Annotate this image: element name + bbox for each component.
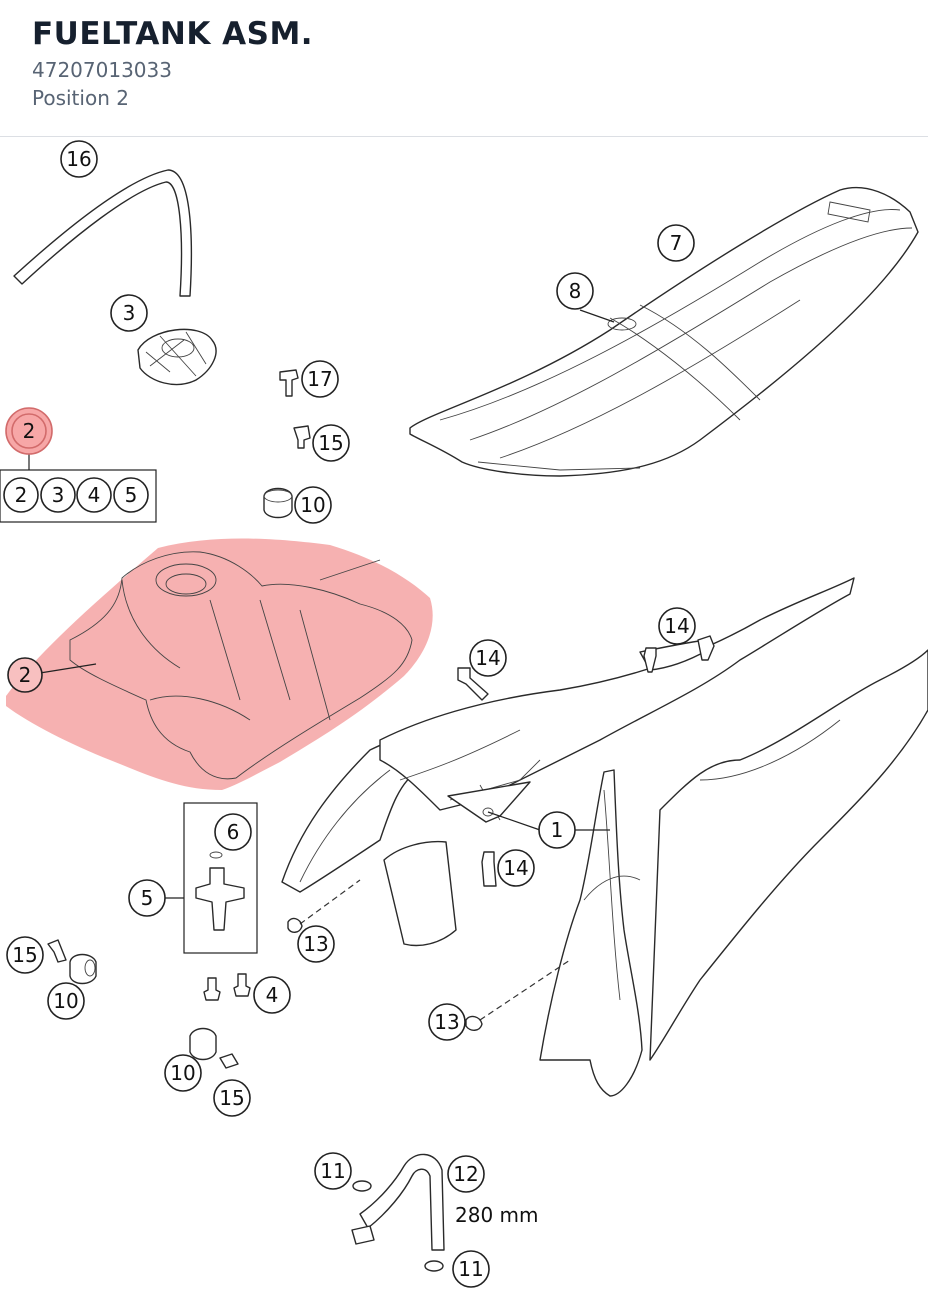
screw-part-17 — [279, 369, 299, 397]
callout-12[interactable]: 12 — [447, 1155, 485, 1193]
svg-text:4: 4 — [266, 983, 279, 1007]
callout-7[interactable]: 7 — [657, 224, 695, 262]
screw-part-15-upper — [293, 425, 311, 449]
svg-text:13: 13 — [434, 1010, 459, 1034]
svg-text:4: 4 — [88, 483, 101, 507]
position-label: Position 2 — [32, 86, 129, 110]
svg-text:15: 15 — [318, 431, 343, 455]
svg-text:10: 10 — [53, 989, 78, 1013]
hose-length-label: 280 mm — [455, 1203, 539, 1227]
bolt-part-4-right — [233, 973, 251, 997]
svg-text:16: 16 — [66, 147, 91, 171]
callout-4[interactable]: 4 — [253, 976, 291, 1014]
svg-text:8: 8 — [569, 279, 582, 303]
screw-part-14-left — [457, 667, 489, 701]
bolt-part-4-left — [203, 977, 221, 1001]
svg-text:13: 13 — [303, 932, 328, 956]
group-callout-5[interactable]: 5 — [113, 477, 149, 513]
svg-text:14: 14 — [664, 614, 689, 638]
callout-15-bottom[interactable]: 15 — [213, 1079, 251, 1117]
callout-15-upper[interactable]: 15 — [312, 424, 350, 462]
svg-text:15: 15 — [219, 1086, 244, 1110]
seat-part-7 — [409, 186, 919, 477]
callout-11-lower[interactable]: 11 — [452, 1250, 490, 1288]
fuel-cap-part-3 — [137, 328, 217, 386]
screw-part-13-lower — [465, 959, 571, 1031]
svg-text:6: 6 — [227, 820, 240, 844]
fuel-tank-part-2 — [6, 538, 433, 790]
callout-6[interactable]: 6 — [214, 813, 252, 851]
svg-text:3: 3 — [52, 483, 65, 507]
group-callout-4[interactable]: 4 — [76, 477, 112, 513]
hose-part-12 — [351, 1153, 445, 1251]
svg-text:2: 2 — [15, 483, 28, 507]
svg-text:15: 15 — [12, 943, 37, 967]
screw-part-14-mid — [643, 647, 657, 673]
svg-text:10: 10 — [170, 1061, 195, 1085]
callout-2-tank[interactable]: 2 — [7, 657, 43, 693]
svg-text:14: 14 — [475, 646, 500, 670]
fuel-pump-group — [163, 802, 258, 954]
svg-text:11: 11 — [320, 1159, 345, 1183]
side-panel-right — [539, 649, 928, 1097]
callout-8[interactable]: 8 — [556, 272, 594, 310]
side-shroud-part-1 — [281, 577, 855, 947]
svg-text:10: 10 — [300, 493, 325, 517]
callout-11-upper[interactable]: 11 — [314, 1152, 352, 1190]
callout-13-lower[interactable]: 13 — [428, 1003, 466, 1041]
callout-1[interactable]: 1 — [538, 811, 576, 849]
callout-10-left[interactable]: 10 — [47, 982, 85, 1020]
svg-text:2: 2 — [23, 419, 36, 443]
spacer-part-10-bottom — [189, 1027, 217, 1061]
svg-text:11: 11 — [458, 1257, 483, 1281]
callout-2-selected[interactable]: 2 — [5, 407, 53, 455]
group-callout-2[interactable]: 2 — [3, 477, 39, 513]
group-callout-3[interactable]: 3 — [40, 477, 76, 513]
screw-part-13-upper — [287, 879, 361, 933]
callout-16[interactable]: 16 — [60, 140, 98, 178]
exploded-parts-diagram: 280 mm 16 7 8 3 17 2 15 2 3 4 5 10 14 14… — [0, 140, 928, 1288]
screw-part-14-lower — [481, 851, 497, 887]
callout-10-upper[interactable]: 10 — [294, 486, 332, 524]
spacer-part-10-upper — [263, 487, 293, 519]
callout-3[interactable]: 3 — [110, 294, 148, 332]
screw-part-15-bottom — [219, 1053, 239, 1069]
svg-text:2: 2 — [19, 663, 32, 687]
callout-14-lower[interactable]: 14 — [497, 849, 535, 887]
hose-clamp-part-11-upper — [352, 1180, 372, 1192]
svg-text:17: 17 — [307, 367, 332, 391]
screw-part-15-left — [47, 939, 67, 963]
svg-text:1: 1 — [551, 818, 564, 842]
page-title: FUELTANK ASM. — [32, 16, 314, 52]
callout-14-left[interactable]: 14 — [469, 639, 507, 677]
callout-15-left[interactable]: 15 — [6, 936, 44, 974]
screw-part-14-right — [697, 635, 715, 661]
svg-text:3: 3 — [123, 301, 136, 325]
header: FUELTANK ASM. 47207013033 Position 2 — [0, 0, 928, 137]
svg-text:14: 14 — [503, 856, 528, 880]
callout-17[interactable]: 17 — [301, 360, 339, 398]
svg-text:7: 7 — [670, 231, 683, 255]
svg-text:5: 5 — [141, 886, 154, 910]
part-number: 47207013033 — [32, 58, 172, 82]
callout-13-upper[interactable]: 13 — [297, 925, 335, 963]
hose-part-16 — [13, 169, 193, 297]
svg-text:5: 5 — [125, 483, 138, 507]
spacer-part-10-left — [69, 953, 97, 985]
callout-5[interactable]: 5 — [128, 879, 166, 917]
hose-clamp-part-11-lower — [424, 1260, 444, 1272]
svg-text:12: 12 — [453, 1162, 478, 1186]
callout-14-right[interactable]: 14 — [658, 607, 696, 645]
callout-10-bottom[interactable]: 10 — [164, 1054, 202, 1092]
